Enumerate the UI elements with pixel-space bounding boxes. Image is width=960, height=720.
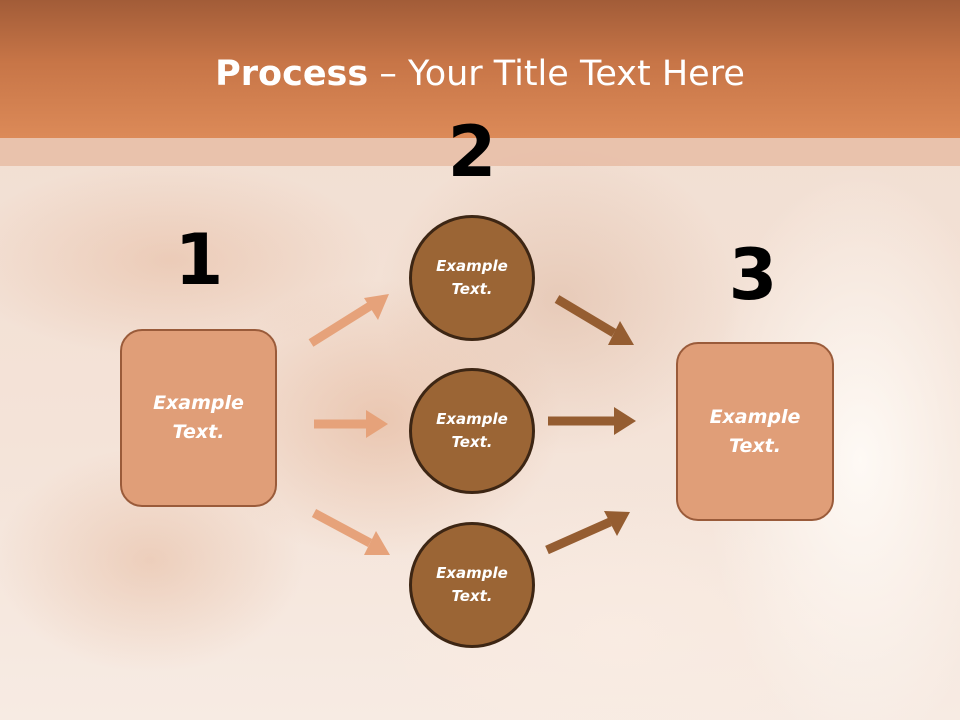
title-rest: – Your Title Text Here bbox=[368, 54, 745, 94]
step-2-circle-top-text: Example Text. bbox=[436, 257, 508, 298]
step-1-text: Example Text. bbox=[153, 392, 244, 443]
step-2-circle-middle: Example Text. bbox=[409, 368, 535, 494]
arrow-1-to-2c bbox=[311, 509, 390, 555]
arrow-1-to-2a bbox=[308, 294, 389, 347]
title-bold: Process bbox=[215, 54, 369, 94]
step-2-circle-bottom-text: Example Text. bbox=[436, 564, 508, 605]
step-3-text: Example Text. bbox=[709, 405, 801, 457]
arrow-2a-to-3 bbox=[554, 295, 634, 345]
step-2-circle-middle-text: Example Text. bbox=[436, 410, 508, 451]
header-band bbox=[0, 0, 960, 138]
step-2-circle-bottom: Example Text. bbox=[409, 522, 535, 648]
step-number-3: 3 bbox=[728, 234, 778, 316]
arrow-2b-to-3 bbox=[548, 407, 636, 435]
step-3-box: Example Text. bbox=[676, 342, 834, 521]
arrow-2c-to-3 bbox=[545, 511, 630, 555]
arrow-1-to-2b bbox=[314, 410, 388, 438]
step-2-circle-top: Example Text. bbox=[409, 215, 535, 341]
header-strip bbox=[0, 138, 960, 166]
slide-title: Process – Your Title Text Here bbox=[0, 52, 960, 96]
step-1-box: Example Text. bbox=[120, 329, 277, 507]
step-number-2: 2 bbox=[447, 111, 497, 193]
step-number-1: 1 bbox=[174, 219, 224, 301]
